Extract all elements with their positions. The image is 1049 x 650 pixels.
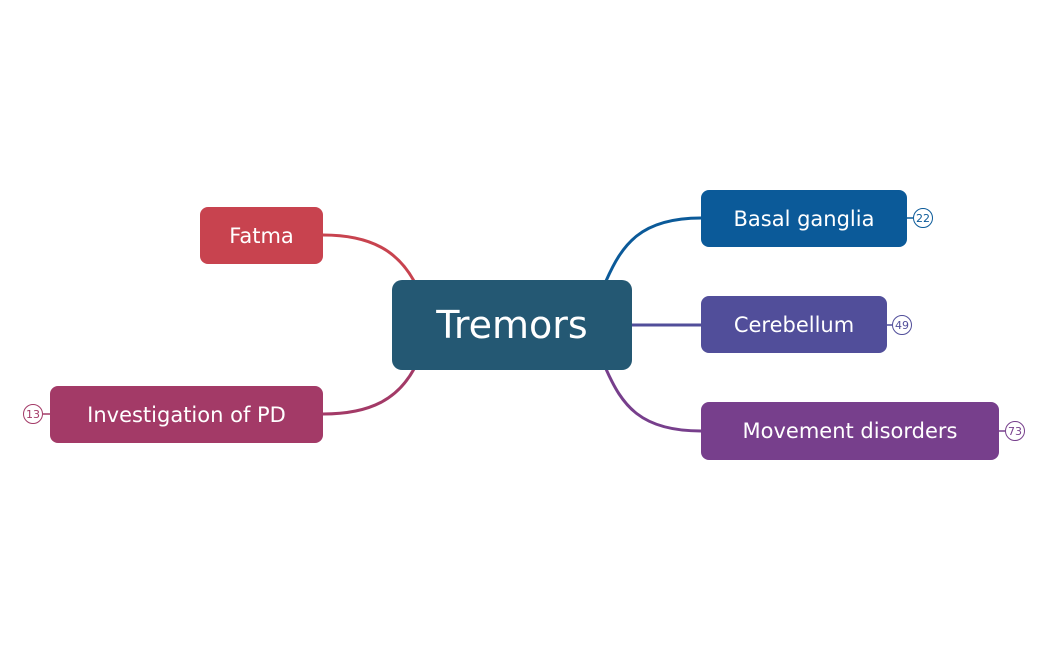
central-topic-label: Tremors bbox=[436, 303, 588, 347]
connector-investigation-pd bbox=[322, 368, 416, 416]
topic-basal-ganglia[interactable]: Basal ganglia bbox=[701, 190, 907, 247]
topic-cerebellum[interactable]: Cerebellum bbox=[701, 296, 887, 353]
topic-basal-ganglia-label: Basal ganglia bbox=[733, 206, 875, 231]
topic-fatma[interactable]: Fatma bbox=[200, 207, 323, 264]
connector-basal-ganglia bbox=[604, 216, 702, 282]
topic-fatma-label: Fatma bbox=[229, 223, 294, 248]
topic-movement-disorders[interactable]: Movement disorders bbox=[701, 402, 999, 460]
badge-movement-disorders-count-text: 73 bbox=[1008, 424, 1022, 438]
badge-investigation-of-pd-count-text: 13 bbox=[26, 407, 40, 421]
badge-movement-disorders-count[interactable]: 73 bbox=[1005, 421, 1025, 441]
topic-investigation-of-pd-label: Investigation of PD bbox=[87, 402, 286, 427]
badge-investigation-of-pd-count[interactable]: 13 bbox=[23, 404, 43, 424]
connector-movement-disorders bbox=[604, 368, 702, 433]
badge-cerebellum-count[interactable]: 49 bbox=[892, 315, 912, 335]
badge-basal-ganglia-count-text: 22 bbox=[916, 211, 930, 225]
badge-basal-ganglia-count[interactable]: 22 bbox=[913, 208, 933, 228]
topic-investigation-of-pd[interactable]: Investigation of PD bbox=[50, 386, 323, 443]
topic-movement-disorders-label: Movement disorders bbox=[742, 419, 958, 443]
badge-cerebellum-count-text: 49 bbox=[895, 318, 909, 332]
connector-fatma bbox=[322, 233, 416, 282]
central-topic[interactable]: Tremors bbox=[392, 280, 632, 370]
topic-cerebellum-label: Cerebellum bbox=[733, 312, 855, 337]
